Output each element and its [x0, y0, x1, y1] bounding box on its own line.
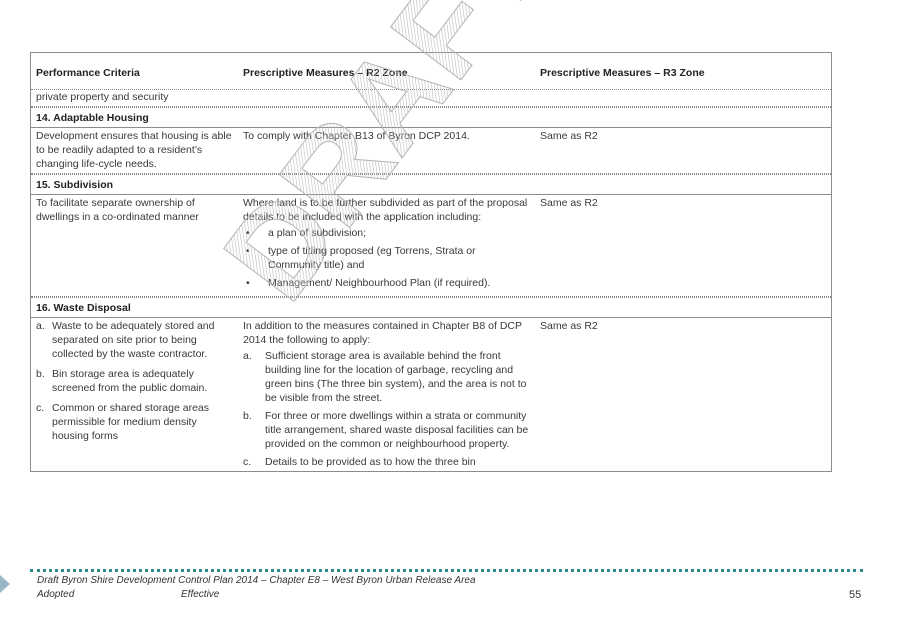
- list-text: Waste to be adequately stored and separa…: [52, 320, 215, 360]
- list-item: Management/ Neighbourhood Plan (if requi…: [243, 276, 531, 290]
- list-marker: b.: [243, 410, 252, 422]
- list-marker: a.: [36, 320, 45, 332]
- list-text: Bin storage area is adequately screened …: [52, 368, 208, 394]
- list-item: type of titling proposed (eg Torrens, St…: [243, 244, 531, 272]
- list-item: b. For three or more dwellings within a s…: [243, 409, 531, 451]
- footer-divider: [30, 569, 863, 572]
- table-row: private property and security: [31, 90, 831, 107]
- page-number: 55: [849, 589, 862, 601]
- header-performance-criteria: Performance Criteria: [36, 67, 140, 79]
- criteria-text: Development ensures that housing is able…: [36, 130, 232, 170]
- r2-bullet-list: a plan of subdivision; type of titling p…: [243, 226, 531, 290]
- list-text: Common or shared storage areas permissib…: [52, 402, 209, 442]
- r2-intro-text: Where land is to be further subdivided a…: [243, 197, 528, 223]
- list-text: Sufficient storage area is available beh…: [265, 350, 527, 404]
- list-item: c. Details to be provided as to how the t…: [243, 455, 531, 469]
- criteria-table: Performance Criteria Prescriptive Measur…: [30, 52, 832, 472]
- criteria-cell: a. Waste to be adequately stored and sepa…: [31, 318, 238, 471]
- header-r2-zone: Prescriptive Measures – R2 Zone: [243, 67, 408, 79]
- corner-arrow-icon: [0, 573, 12, 599]
- r2-intro-text: In addition to the measures contained in…: [243, 320, 522, 346]
- footer-title: Draft Byron Shire Development Control Pl…: [37, 575, 476, 586]
- r2-measure-cell: In addition to the measures contained in…: [238, 318, 535, 471]
- criteria-text: To facilitate separate ownership of dwel…: [36, 197, 199, 223]
- r3-measure-text: Same as R2: [540, 130, 598, 142]
- table-row: To facilitate separate ownership of dwel…: [31, 195, 831, 297]
- list-text: Details to be provided as to how the thr…: [265, 456, 476, 468]
- section-title: 16. Waste Disposal: [36, 302, 131, 314]
- section-heading-waste-disposal: 16. Waste Disposal: [31, 297, 831, 318]
- list-marker: a.: [243, 350, 252, 362]
- list-item: a plan of subdivision;: [243, 226, 531, 240]
- list-item: a. Waste to be adequately stored and sepa…: [36, 319, 234, 361]
- list-item: b. Bin storage area is adequately screene…: [36, 367, 234, 395]
- list-item: a. Sufficient storage area is available b…: [243, 349, 531, 405]
- section-title: 15. Subdivision: [36, 179, 114, 191]
- table-row: Development ensures that housing is able…: [31, 128, 831, 174]
- section-title: 14. Adaptable Housing: [36, 112, 149, 124]
- section-heading-adaptable-housing: 14. Adaptable Housing: [31, 107, 831, 128]
- table-header-row: Performance Criteria Prescriptive Measur…: [31, 52, 831, 90]
- r2-measure-text: To comply with Chapter B13 of Byron DCP …: [243, 130, 470, 142]
- list-text: For three or more dwellings within a str…: [265, 410, 529, 450]
- r3-measure-text: Same as R2: [540, 320, 598, 332]
- section-heading-subdivision: 15. Subdivision: [31, 174, 831, 195]
- footer-adopted-label: Adopted: [37, 589, 75, 600]
- list-marker: c.: [36, 402, 45, 414]
- criteria-list: a. Waste to be adequately stored and sepa…: [36, 319, 234, 443]
- r2-measure-cell: Where land is to be further subdivided a…: [238, 195, 535, 296]
- r3-measure-text: Same as R2: [540, 197, 598, 209]
- list-marker: b.: [36, 368, 45, 380]
- list-marker: c.: [243, 456, 252, 468]
- footer-effective-label: Effective: [181, 589, 220, 600]
- header-r3-zone: Prescriptive Measures – R3 Zone: [540, 67, 705, 79]
- table-row: a. Waste to be adequately stored and sepa…: [31, 318, 831, 472]
- list-item: c. Common or shared storage areas permiss…: [36, 401, 234, 443]
- carryover-text: private property and security: [36, 91, 169, 103]
- r2-list: a. Sufficient storage area is available b…: [243, 349, 531, 469]
